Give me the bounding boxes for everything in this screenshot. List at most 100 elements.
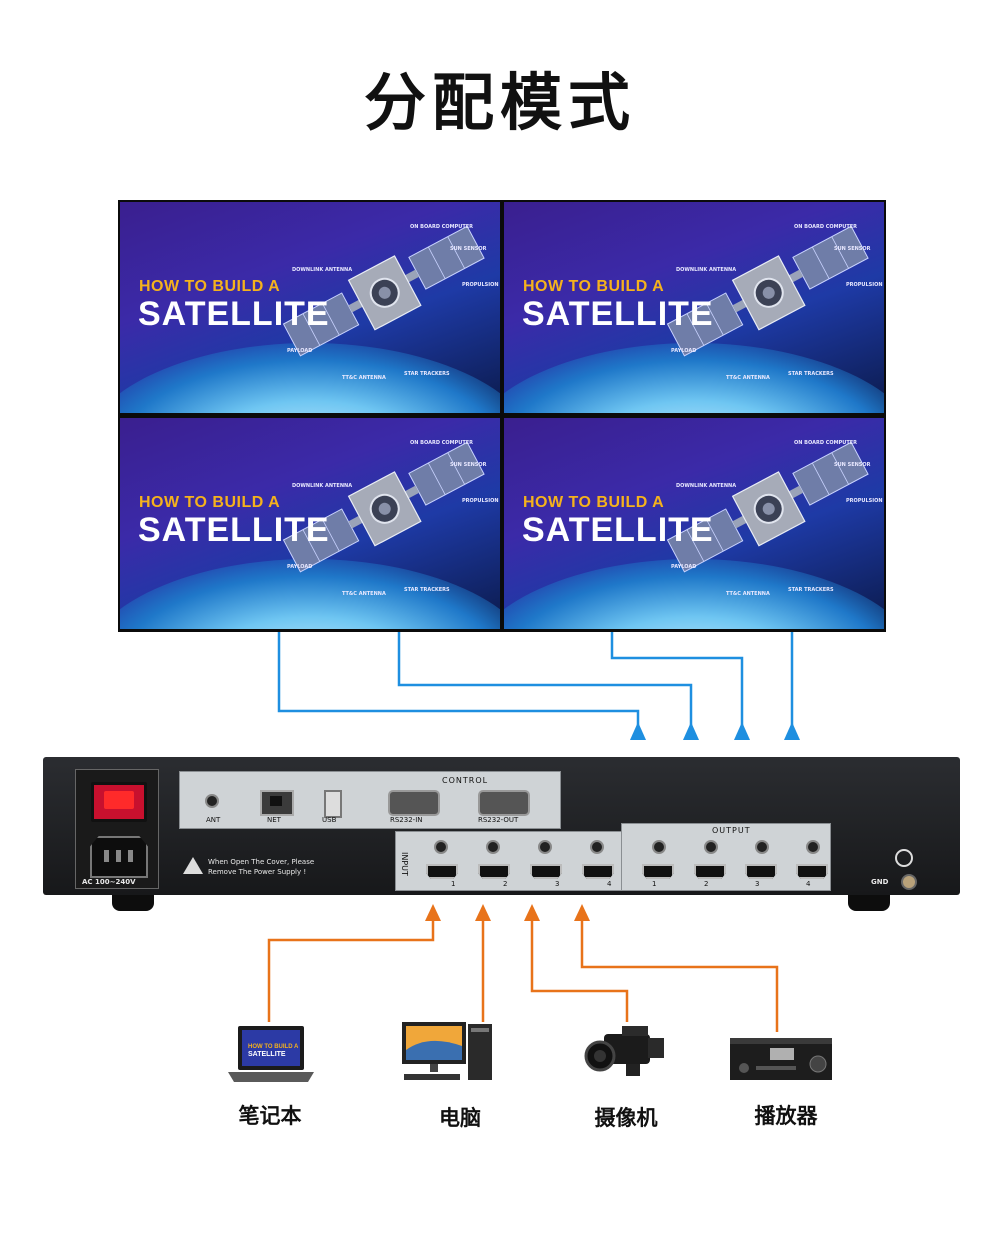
- control-plate: CONTROL ANT NET USB RS232-IN RS232-OUT: [179, 771, 561, 829]
- output-number: 1: [652, 880, 657, 888]
- output-link-3: [610, 632, 744, 728]
- callout: SUN SENSOR: [834, 246, 871, 252]
- ant-label: ANT: [206, 816, 221, 824]
- hdmi-input-port-3[interactable]: [530, 864, 562, 879]
- callout: ON BOARD COMPUTER: [794, 440, 858, 446]
- source-label-camera: 摄像机: [594, 1106, 658, 1130]
- callout: DOWNLINK ANTENNA: [292, 267, 353, 273]
- callout: STAR TRACKERS: [404, 371, 450, 377]
- hdmi-output-port-3[interactable]: [745, 864, 777, 879]
- control-label: CONTROL: [442, 776, 489, 785]
- callout: TT&C ANTENNA: [342, 375, 386, 381]
- power-inlet[interactable]: [90, 836, 148, 878]
- input-number: 2: [503, 880, 508, 888]
- output-link-2: [397, 632, 693, 728]
- callout: PAYLOAD: [671, 564, 697, 570]
- screen-heading-line2: SATELLITE: [138, 295, 330, 333]
- hdmi-output-port-2[interactable]: [694, 864, 726, 879]
- media-player-icon: [730, 1038, 832, 1080]
- callout: SUN SENSOR: [450, 462, 487, 468]
- input-arrow-4: [574, 904, 590, 921]
- output-number: 3: [755, 880, 760, 888]
- input-link-4: [580, 912, 779, 1032]
- output-indicator: [652, 840, 666, 854]
- source-label-laptop: 笔记本: [238, 1104, 302, 1128]
- ground-symbol-icon: [895, 849, 913, 867]
- rs232-out-label: RS232-OUT: [478, 816, 519, 824]
- input-arrow-1: [425, 904, 441, 921]
- input-arrow-3: [524, 904, 540, 921]
- input-indicator: [538, 840, 552, 854]
- output-label: OUTPUT: [712, 826, 751, 835]
- source-label-player: 播放器: [754, 1104, 818, 1128]
- output-arrow-3: [734, 722, 750, 740]
- satellite-icon: [282, 225, 485, 357]
- warning-line2: Remove The Power Supply !: [208, 868, 307, 876]
- callout: TT&C ANTENNA: [726, 375, 770, 381]
- input-arrow-2: [475, 904, 491, 921]
- callout: PAYLOAD: [671, 348, 697, 354]
- screen-heading-line1: HOW TO BUILD A: [139, 278, 281, 295]
- satellite-icon: [666, 441, 869, 573]
- gnd-label: GND: [871, 878, 889, 886]
- hdmi-input-port-4[interactable]: [582, 864, 614, 879]
- callout: SUN SENSOR: [450, 246, 487, 252]
- hdmi-output-port-4[interactable]: [796, 864, 828, 879]
- output-link-1: [277, 632, 640, 728]
- input-link-3: [530, 912, 629, 1022]
- laptop-icon: HOW TO BUILD A SATELLITE: [228, 1026, 314, 1082]
- usb-port[interactable]: [324, 790, 342, 818]
- video-camera-icon: [584, 1026, 664, 1076]
- antenna-port[interactable]: [205, 794, 219, 808]
- screen-heading-line1: HOW TO BUILD A: [523, 278, 665, 295]
- output-arrow-4: [784, 722, 800, 740]
- input-indicator: [486, 840, 500, 854]
- callout: STAR TRACKERS: [788, 587, 834, 593]
- callout: SUN SENSOR: [834, 462, 871, 468]
- power-label: AC 100~240V: [82, 878, 136, 886]
- hdmi-output-port-1[interactable]: [642, 864, 674, 879]
- rs232-in-label: RS232-IN: [390, 816, 423, 824]
- screen-heading-line2: SATELLITE: [522, 511, 714, 549]
- device-foot-right: [848, 895, 890, 911]
- output-arrow-2: [683, 722, 699, 740]
- ground-terminal[interactable]: [901, 874, 917, 890]
- callout: ON BOARD COMPUTER: [410, 440, 474, 446]
- callout: ON BOARD COMPUTER: [410, 224, 474, 230]
- output-indicator: [704, 840, 718, 854]
- rs232-in-port[interactable]: [388, 790, 440, 816]
- satellite-icon: [666, 225, 869, 357]
- source-label-computer: 电脑: [439, 1106, 481, 1130]
- video-wall: HOW TO BUILD A SATELLITE ON BOARD COMPUT…: [118, 200, 886, 632]
- output-plate: OUTPUT 1 2 3 4: [621, 823, 831, 891]
- warning-triangle-icon: [183, 857, 203, 874]
- page-title: 分配模式: [363, 66, 636, 139]
- device-foot-left: [112, 895, 154, 911]
- callout: PROPULSION: [462, 498, 499, 504]
- input-number: 1: [451, 880, 456, 888]
- callout: ON BOARD COMPUTER: [794, 224, 858, 230]
- ethernet-port[interactable]: [260, 790, 294, 816]
- callout: DOWNLINK ANTENNA: [676, 267, 737, 273]
- rs232-out-port[interactable]: [478, 790, 530, 816]
- input-number: 4: [607, 880, 612, 888]
- input-indicator: [590, 840, 604, 854]
- power-switch[interactable]: [91, 782, 147, 822]
- screen-heading-line2: SATELLITE: [138, 511, 330, 549]
- output-indicator: [755, 840, 769, 854]
- warning-line1: When Open The Cover, Please: [208, 858, 315, 866]
- callout: PAYLOAD: [287, 564, 313, 570]
- usb-label: USB: [322, 816, 337, 824]
- laptop-screen-line1: HOW TO BUILD A: [248, 1044, 299, 1050]
- input-link-1: [267, 912, 435, 1022]
- screen-heading-line1: HOW TO BUILD A: [523, 494, 665, 511]
- hdmi-input-port-1[interactable]: [426, 864, 458, 879]
- input-label: INPUT: [400, 852, 409, 876]
- input-indicator: [434, 840, 448, 854]
- input-number: 3: [555, 880, 560, 888]
- hdmi-input-port-2[interactable]: [478, 864, 510, 879]
- output-number: 2: [704, 880, 709, 888]
- callout: PROPULSION: [846, 498, 883, 504]
- power-module: AC 100~240V: [75, 769, 159, 889]
